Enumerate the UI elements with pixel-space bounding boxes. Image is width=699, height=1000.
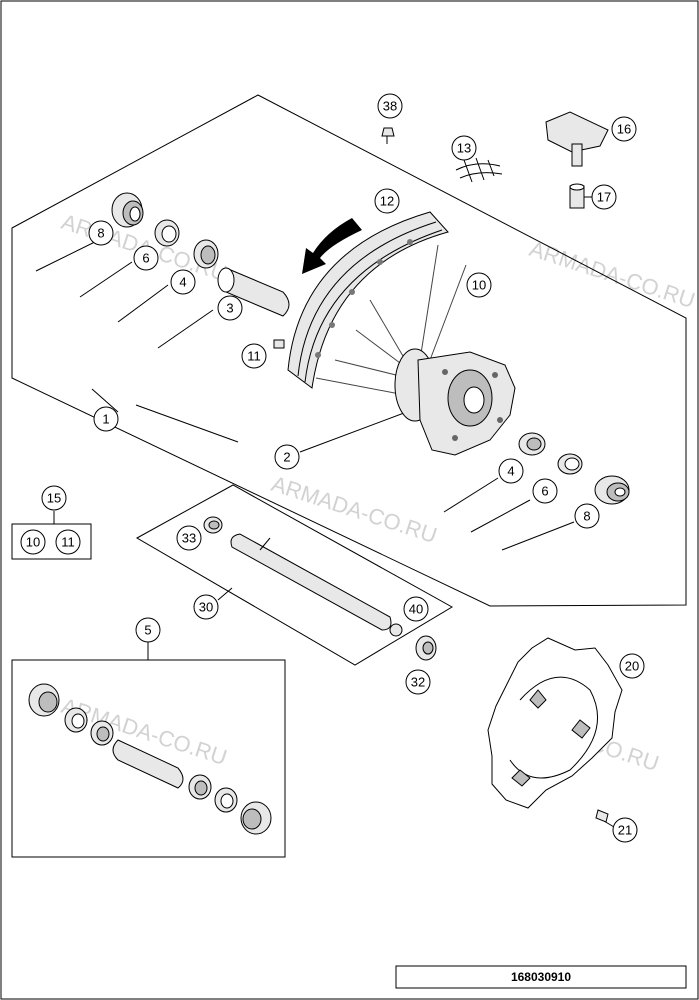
callout-38: 38 [377,93,403,119]
callout-8b: 8 [574,503,600,529]
callout-2: 2 [274,444,300,470]
brake-disc-part [487,637,623,823]
callout-6a: 6 [133,245,159,271]
svg-text:30: 30 [199,600,213,615]
callout-3: 3 [217,295,243,321]
svg-text:38: 38 [383,99,397,114]
svg-text:32: 32 [411,675,425,690]
axle-assembly-frame [135,484,453,666]
watermark-3: ARMADA-CO.RU [268,471,440,548]
svg-text:33: 33 [182,531,196,546]
callout-11a: 11 [241,343,267,369]
callout-13: 13 [451,135,477,161]
callout-6b: 6 [532,478,558,504]
callout-4b: 4 [498,458,524,484]
callout-10b: 10 [20,529,46,555]
svg-text:8: 8 [97,226,104,241]
bearing-kit-parts [28,683,272,835]
svg-text:40: 40 [409,602,423,617]
svg-text:16: 16 [617,122,631,137]
callout-5: 5 [135,617,161,643]
wheel-assembly-frame [11,94,687,607]
left-bearing-set-parts [111,192,290,317]
svg-text:1: 1 [102,412,109,427]
svg-text:12: 12 [380,194,394,209]
callout-30: 30 [193,594,219,620]
small-parts-top [273,111,609,349]
hub-part [394,348,516,456]
callout-8a: 8 [88,220,114,246]
spokes [315,244,467,396]
callout-11b: 11 [55,529,81,555]
svg-text:11: 11 [61,535,75,550]
spoke-kit-frame [11,523,92,560]
svg-text:10: 10 [472,278,486,293]
callout-10a: 10 [466,272,492,298]
svg-text:13: 13 [457,141,471,156]
callout-15: 15 [41,485,67,511]
callout-4a: 4 [170,269,196,295]
callout-40: 40 [403,596,429,622]
svg-text:3: 3 [226,301,233,316]
svg-text:5: 5 [144,623,151,638]
callout-33: 33 [176,525,202,551]
right-bearing-set-parts [518,432,630,505]
svg-text:20: 20 [625,659,639,674]
svg-text:4: 4 [179,275,186,290]
svg-text:8: 8 [583,509,590,524]
rotation-direction-arrow [302,218,362,274]
svg-text:17: 17 [597,190,611,205]
svg-text:6: 6 [142,251,149,266]
svg-text:15: 15 [47,491,61,506]
drawing-number: 168030910 [511,970,571,984]
svg-text:10: 10 [26,535,40,550]
svg-text:6: 6 [541,484,548,499]
callout-21: 21 [612,817,638,843]
svg-text:2: 2 [283,450,290,465]
rim-part [287,211,449,389]
callout-17: 17 [591,184,617,210]
watermark-2: ARMADA-CO.RU [526,236,698,313]
svg-text:21: 21 [618,823,632,838]
callout-20: 20 [619,653,645,679]
svg-text:11: 11 [247,349,261,364]
callout-12: 12 [374,188,400,214]
axle-parts [203,516,437,661]
svg-text:4: 4 [507,464,514,479]
callout-1: 1 [93,406,119,432]
callout-16: 16 [611,116,637,142]
callout-32: 32 [405,669,431,695]
drawing-number-box [395,965,687,989]
